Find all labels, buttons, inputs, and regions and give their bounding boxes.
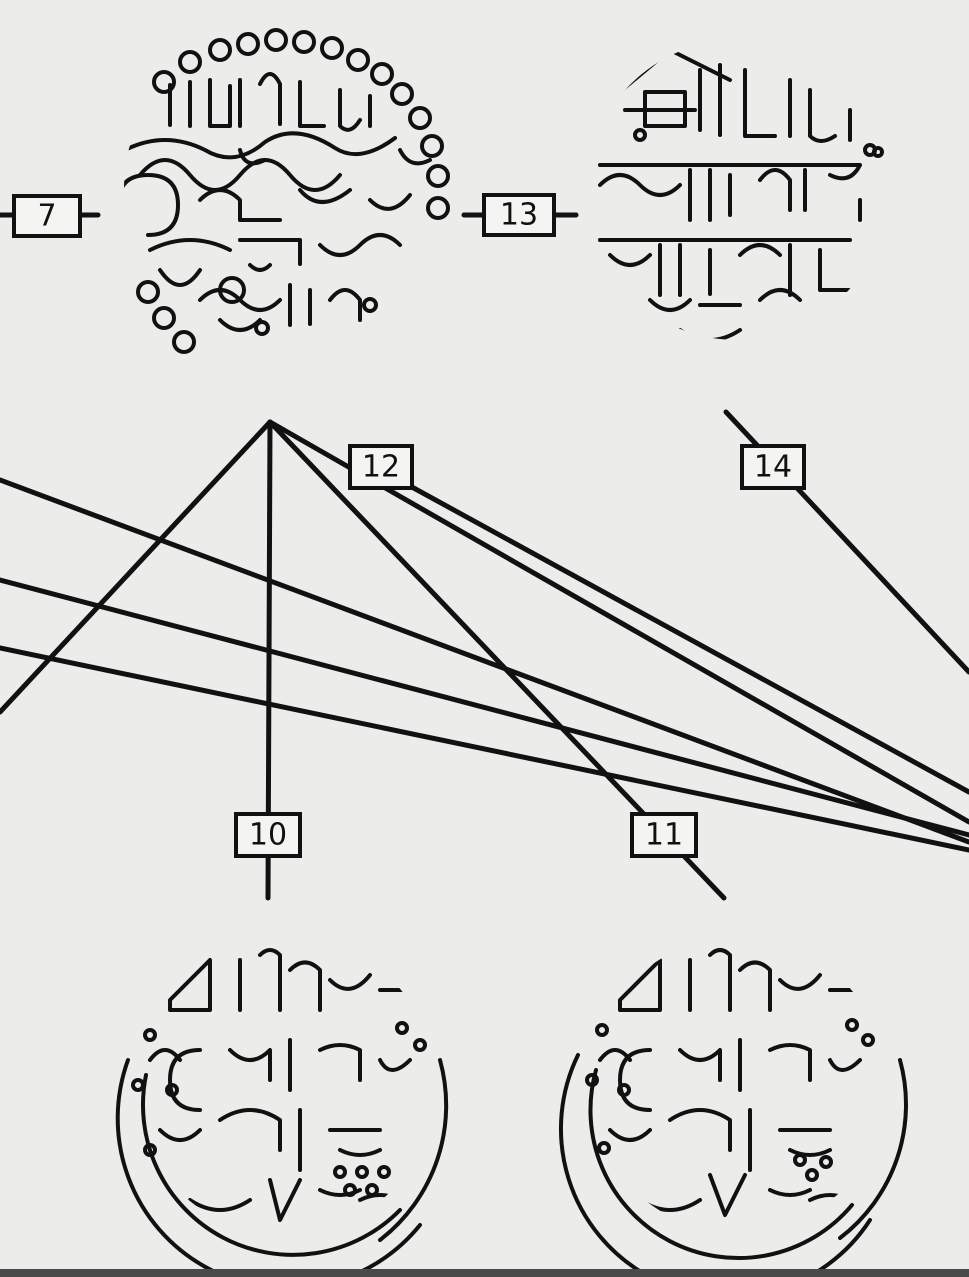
coin-7-bead-border [136, 28, 450, 354]
coin-10-rim-arc-inner [140, 1073, 402, 1257]
coin-10 [115, 948, 449, 1277]
coin-13-legend [598, 48, 877, 340]
label-12: 12 [362, 450, 400, 485]
coin-11-rim-arc-right [838, 1058, 908, 1240]
label-13-box: 13 [482, 193, 556, 237]
leader-line-apex-to-left [0, 419, 273, 715]
coin-10-rim-arc-right [378, 1058, 449, 1242]
label-10: 10 [249, 818, 287, 853]
label-7-box: 7 [12, 194, 82, 238]
leader-line-long-b [0, 577, 969, 838]
leader-lines [0, 212, 969, 901]
coin-7-legend [124, 72, 432, 336]
coin-10-legend [148, 948, 412, 1222]
coin-13 [598, 48, 884, 340]
label-11-box: 11 [630, 812, 698, 858]
label-10-box: 10 [234, 812, 302, 858]
label-7: 7 [37, 199, 56, 234]
leader-line-12-to-right [407, 483, 969, 795]
label-12-box: 12 [348, 444, 414, 490]
coin-11 [558, 948, 908, 1277]
label-14-box: 14 [740, 444, 806, 490]
coin-10-rim-arc-outer [115, 1058, 422, 1277]
label-14: 14 [754, 450, 792, 485]
coin-11-rim-arc-inner [588, 1068, 854, 1261]
leader-line-long-a [0, 477, 969, 845]
coin-10-dots [131, 1021, 427, 1197]
label-11: 11 [645, 818, 683, 853]
label-13: 13 [500, 198, 538, 233]
coin-11-legend [598, 948, 862, 1217]
leader-line-long-c [0, 645, 969, 853]
coin-11-dots [585, 1018, 875, 1182]
coin-7 [124, 28, 450, 354]
bottom-edge-bar [0, 1269, 969, 1277]
